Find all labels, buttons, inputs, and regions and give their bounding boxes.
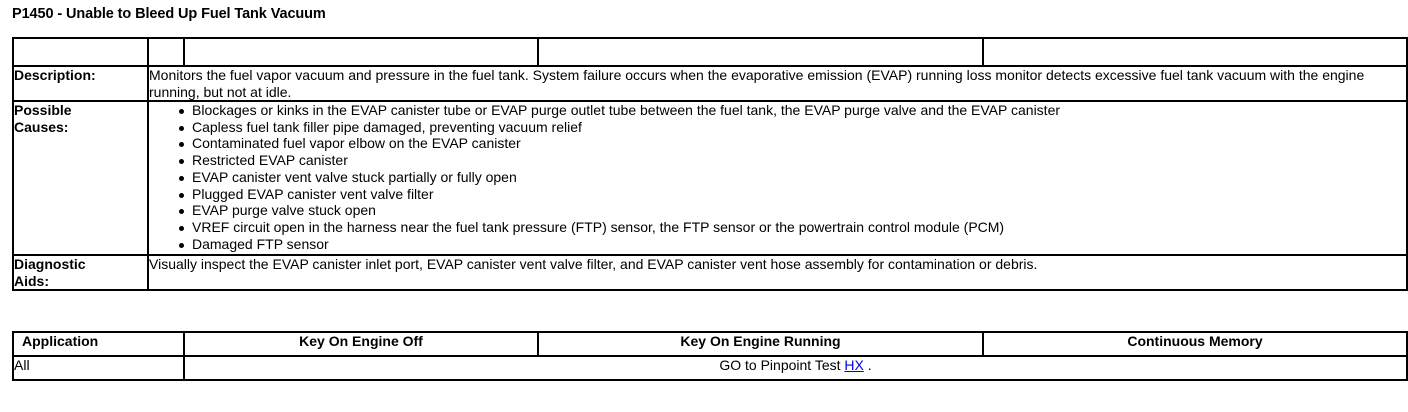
table-row-description: Description: Monitors the fuel vapor vac… — [12, 65, 1408, 102]
diagnostic-aids-text: Visually inspect the EVAP canister inlet… — [147, 254, 1408, 292]
list-item: Contaminated fuel vapor elbow on the EVA… — [179, 135, 1406, 152]
possible-causes-list: Blockages or kinks in the EVAP canister … — [149, 102, 1406, 254]
pinpoint-test-link[interactable]: HX — [844, 357, 864, 373]
spacer-cell-4 — [537, 37, 984, 67]
table-header-spacer-row — [12, 37, 1408, 67]
application-value: All — [12, 355, 185, 381]
spacer-cell-2 — [147, 37, 185, 67]
possible-causes-label: Possible Causes: — [12, 99, 149, 257]
description-label: Description: — [12, 65, 149, 102]
spacer-cell-3 — [183, 37, 539, 67]
diagnostic-aids-label: Diagnostic Aids: — [12, 254, 149, 292]
list-item: Plugged EVAP canister vent valve filter — [179, 186, 1406, 203]
pinpoint-test-suffix: . — [863, 357, 872, 373]
possible-causes-content: Blockages or kinks in the EVAP canister … — [147, 99, 1408, 257]
list-item: EVAP canister vent valve stuck partially… — [179, 169, 1406, 186]
spacer-cell-1 — [12, 37, 149, 67]
spacer-cell-5 — [982, 37, 1408, 67]
list-item: Capless fuel tank filler pipe damaged, p… — [179, 119, 1406, 136]
diagnostic-detail-table: Description: Monitors the fuel vapor vac… — [12, 37, 1408, 292]
diagnostic-aids-label-line1: Diagnostic — [14, 256, 86, 273]
table-row-possible-causes: Possible Causes: Blockages or kinks in t… — [12, 99, 1408, 257]
diagnostic-aids-label-line2: Aids: — [14, 272, 49, 289]
possible-causes-label-line2: Causes: — [14, 118, 69, 135]
column-header-key-on-engine-off: Key On Engine Off — [183, 331, 539, 357]
list-item: EVAP purge valve stuck open — [179, 202, 1406, 219]
list-item: Restricted EVAP canister — [179, 152, 1406, 169]
application-header-row: Application Key On Engine Off Key On Eng… — [12, 331, 1408, 357]
column-header-key-on-engine-running: Key On Engine Running — [537, 331, 984, 357]
possible-causes-label-line1: Possible — [14, 102, 72, 118]
list-item: Damaged FTP sensor — [179, 236, 1406, 253]
application-table: Application Key On Engine Off Key On Eng… — [12, 331, 1408, 381]
table-row: All GO to Pinpoint Test HX . — [12, 355, 1408, 381]
pinpoint-test-action-cell: GO to Pinpoint Test HX . — [183, 355, 1408, 381]
list-item: Blockages or kinks in the EVAP canister … — [179, 102, 1406, 119]
table-row-diagnostic-aids: Diagnostic Aids: Visually inspect the EV… — [12, 254, 1408, 292]
list-item: VREF circuit open in the harness near th… — [179, 219, 1406, 236]
description-text: Monitors the fuel vapor vacuum and press… — [147, 65, 1408, 102]
page-title: P1450 - Unable to Bleed Up Fuel Tank Vac… — [12, 6, 326, 22]
column-header-application: Application — [12, 331, 185, 357]
pinpoint-test-prefix: GO to Pinpoint Test — [719, 357, 845, 373]
column-header-continuous-memory: Continuous Memory — [982, 331, 1408, 357]
